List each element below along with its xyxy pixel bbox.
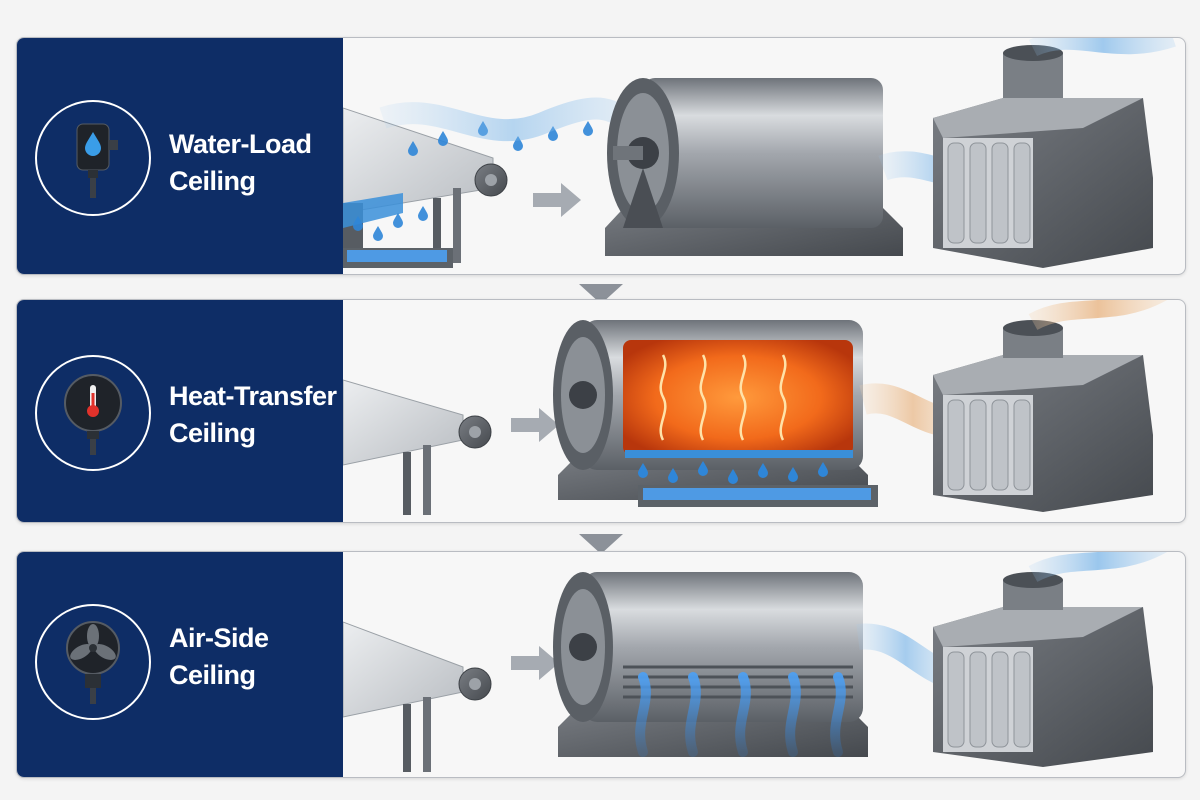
airflow-arrows — [635, 672, 846, 757]
exhaust-flow — [1028, 552, 1167, 583]
conveyor-belt — [343, 621, 492, 772]
vapor-flow — [379, 97, 651, 142]
exhaust-flow — [1028, 300, 1167, 331]
exhaust-flow — [1028, 38, 1176, 57]
icon-frame — [35, 100, 151, 216]
filter-housing — [933, 320, 1153, 512]
drum-dryer — [553, 572, 868, 757]
stage-title: Air-Side Ceiling — [169, 620, 339, 694]
process-arrow — [511, 646, 559, 680]
air-side-scene — [343, 552, 1167, 772]
stage-label-box: Air-Side Ceiling — [17, 552, 343, 777]
conveyor-belt — [343, 379, 492, 515]
stage-title-line2: Ceiling — [169, 418, 256, 448]
stage-title-line2: Ceiling — [169, 660, 256, 690]
conveyor-belt — [343, 107, 508, 268]
stage-title-line1: Air-Side — [169, 623, 269, 653]
stage-title-line1: Heat-Transfer — [169, 381, 337, 411]
stage-panel-water-load: Water-Load Ceiling — [16, 37, 1186, 275]
stage-title: Water-Load Ceiling — [169, 126, 339, 200]
icon-frame — [35, 355, 151, 471]
process-arrow — [533, 183, 581, 217]
water-load-scene — [343, 38, 1176, 268]
stage-title: Heat-Transfer Ceiling — [169, 378, 339, 452]
stage-label-box: Water-Load Ceiling — [17, 38, 343, 274]
filter-housing — [933, 572, 1153, 767]
heat-transfer-scene — [343, 300, 1167, 515]
heat-chamber — [623, 340, 853, 455]
stage-transition-arrow — [579, 284, 623, 304]
stage-label-box: Heat-Transfer Ceiling — [17, 300, 343, 522]
stage-title-line2: Ceiling — [169, 166, 256, 196]
icon-frame — [35, 604, 151, 720]
water-drop-sensor-icon — [76, 123, 118, 198]
thermometer-sensor-icon — [64, 374, 122, 455]
stage-title-line1: Water-Load — [169, 129, 312, 159]
stage-transition-arrow — [579, 534, 623, 554]
heat-waves — [659, 354, 787, 441]
drum-dryer-cutaway — [553, 320, 878, 507]
stage-panel-air-side: Air-Side Ceiling — [16, 551, 1186, 778]
stage-panel-heat-transfer: Heat-Transfer Ceiling — [16, 299, 1186, 523]
drum-dryer — [605, 78, 903, 256]
fan-sensor-icon — [66, 621, 120, 704]
filter-housing — [933, 45, 1153, 268]
process-arrow — [511, 408, 559, 442]
